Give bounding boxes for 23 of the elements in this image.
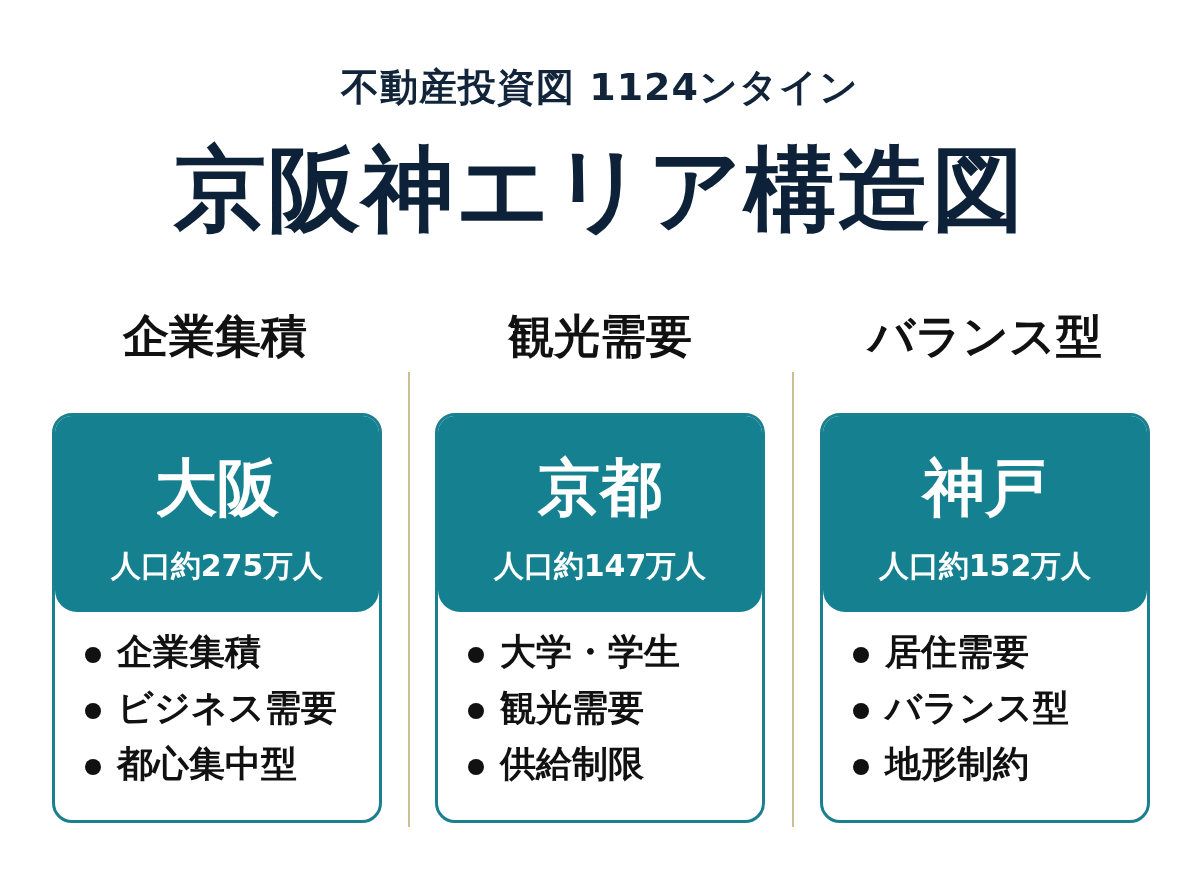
city-name: 京都 <box>538 451 662 524</box>
population-text: 人口約147万人 <box>493 548 707 583</box>
city-card <box>435 413 765 823</box>
bullet-item: 居住需要 <box>885 631 1029 672</box>
bullet-item: ビジネス需要 <box>117 687 337 728</box>
city-card <box>820 413 1150 823</box>
bullet-item: 都心集中型 <box>117 743 297 784</box>
bullet-item: バランス型 <box>885 687 1069 728</box>
city-name: 大阪 <box>155 451 279 524</box>
subtitle: 不動産投資図 1124ンタイン <box>341 65 859 109</box>
city-name: 神戸 <box>923 451 1047 524</box>
city-card <box>52 413 382 823</box>
column-heading: バランス型 <box>868 309 1102 363</box>
population-text: 人口約152万人 <box>878 548 1092 583</box>
population-text: 人口約275万人 <box>110 548 324 583</box>
column-heading: 観光需要 <box>508 309 692 363</box>
title: 京阪神エリア構造図 <box>174 136 1026 243</box>
column-heading: 企業集積 <box>123 309 307 363</box>
bullet-item: 観光需要 <box>500 687 644 728</box>
bullet-item: 企業集積 <box>117 631 261 672</box>
bullet-item: 供給制限 <box>500 743 644 784</box>
bullet-item: 地形制約 <box>885 743 1029 784</box>
bullet-item: 大学・学生 <box>500 631 680 672</box>
